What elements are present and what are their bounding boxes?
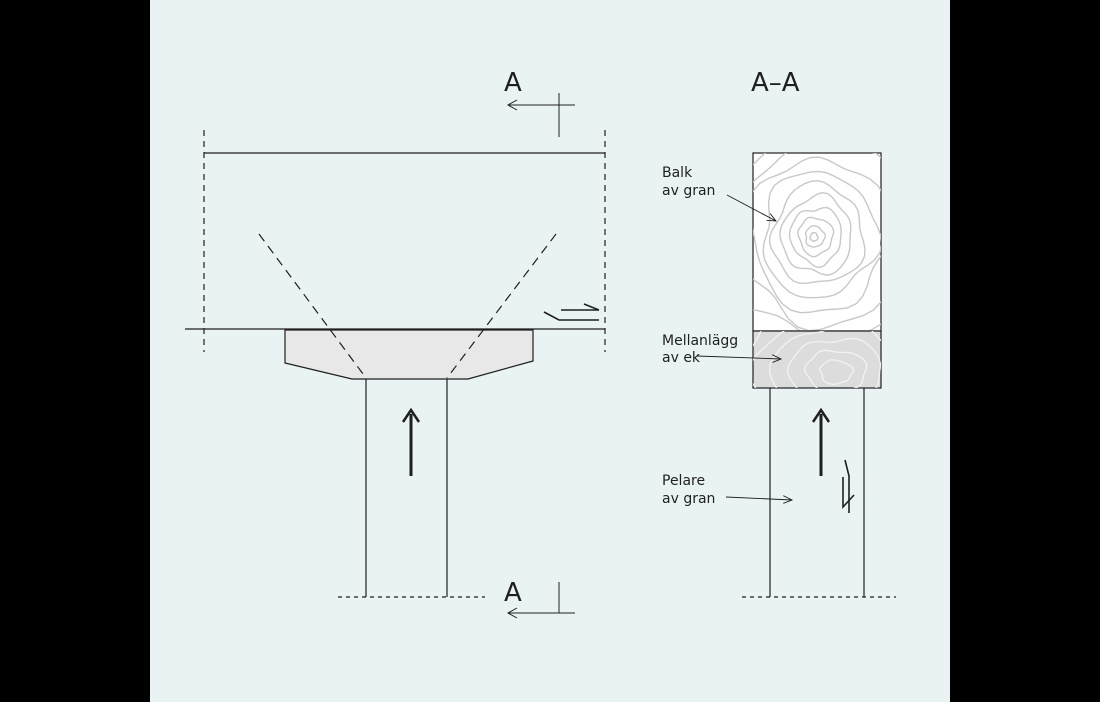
vertical-shear-arrows-icon xyxy=(842,459,855,513)
growth-ring xyxy=(779,191,852,276)
beam-label: Balk av gran xyxy=(662,165,715,199)
section-title: A–A xyxy=(751,68,800,98)
growth-ring xyxy=(804,225,827,248)
growth-ring xyxy=(753,153,881,331)
growth-ring xyxy=(753,153,881,331)
section-mark-top: A xyxy=(504,68,575,137)
elevation-view: A A xyxy=(185,68,606,619)
load-arrow-section xyxy=(811,407,831,476)
oak-pad-elevation xyxy=(284,329,534,380)
load-spread-line-right xyxy=(446,233,557,379)
growth-ring xyxy=(809,231,819,242)
load-arrow-elevation xyxy=(401,407,421,476)
section-view: A–A Balk av gran Mellanlägg av ek xyxy=(662,68,896,598)
growth-ring xyxy=(768,179,866,284)
growth-ring xyxy=(753,156,881,314)
shear-arrows-icon xyxy=(543,303,600,321)
column-leader-line xyxy=(725,497,792,500)
pad-grain-line xyxy=(769,331,881,388)
section-mark-bottom-letter: A xyxy=(504,578,522,608)
growth-ring xyxy=(797,216,835,258)
column-label: Pelare av gran xyxy=(662,473,715,507)
pad-grain-line xyxy=(819,359,855,385)
pad-grain-line xyxy=(803,349,868,388)
section-mark-top-letter: A xyxy=(504,68,522,98)
pad-leader-line xyxy=(696,356,781,359)
pad-grain-line xyxy=(787,337,881,388)
beam-cross-section xyxy=(752,152,882,332)
beam-leader-line xyxy=(726,194,776,221)
pad-label: Mellanlägg av ek xyxy=(662,333,743,366)
beam-growth-rings xyxy=(753,153,881,331)
section-mark-bottom: A xyxy=(504,578,575,619)
pad-wood-grain xyxy=(753,331,881,388)
growth-ring xyxy=(762,170,881,299)
growth-ring xyxy=(788,206,842,269)
